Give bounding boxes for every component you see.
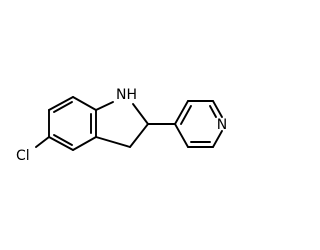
bond-py-c2-n	[212, 100, 223, 118]
bond-c7a-c7	[72, 96, 97, 111]
atom-label-n: N	[217, 117, 227, 133]
bond-c7-c6	[48, 96, 74, 111]
bond-py-c5-c4	[174, 123, 189, 148]
benzene-ring	[48, 96, 97, 151]
bond-py-c4-c3	[174, 100, 189, 125]
bond-c7a-n1	[95, 101, 114, 111]
bond-c4-c3a	[72, 136, 97, 151]
atom-label-cl: Cl	[16, 148, 30, 164]
pyridine-ring	[174, 100, 223, 148]
bond-c5-c4	[48, 136, 74, 151]
pyrrolidine-ring	[95, 101, 149, 148]
bond-c3-c3a	[95, 136, 131, 148]
chemical-structure: NH N Cl	[16, 87, 227, 164]
double-bond-py-c4-c3	[180, 105, 192, 125]
double-bond-c5-c4	[53, 134, 73, 146]
bond-py-n-c6	[212, 130, 223, 148]
atom-label-nh: NH	[116, 87, 137, 103]
double-bond-py-c2-n	[209, 105, 217, 118]
double-bond-c7-c6	[53, 101, 73, 113]
bond-c5-cl	[35, 136, 50, 148]
bond-n1-c2	[132, 103, 149, 125]
bond-c2-c3	[129, 123, 149, 148]
